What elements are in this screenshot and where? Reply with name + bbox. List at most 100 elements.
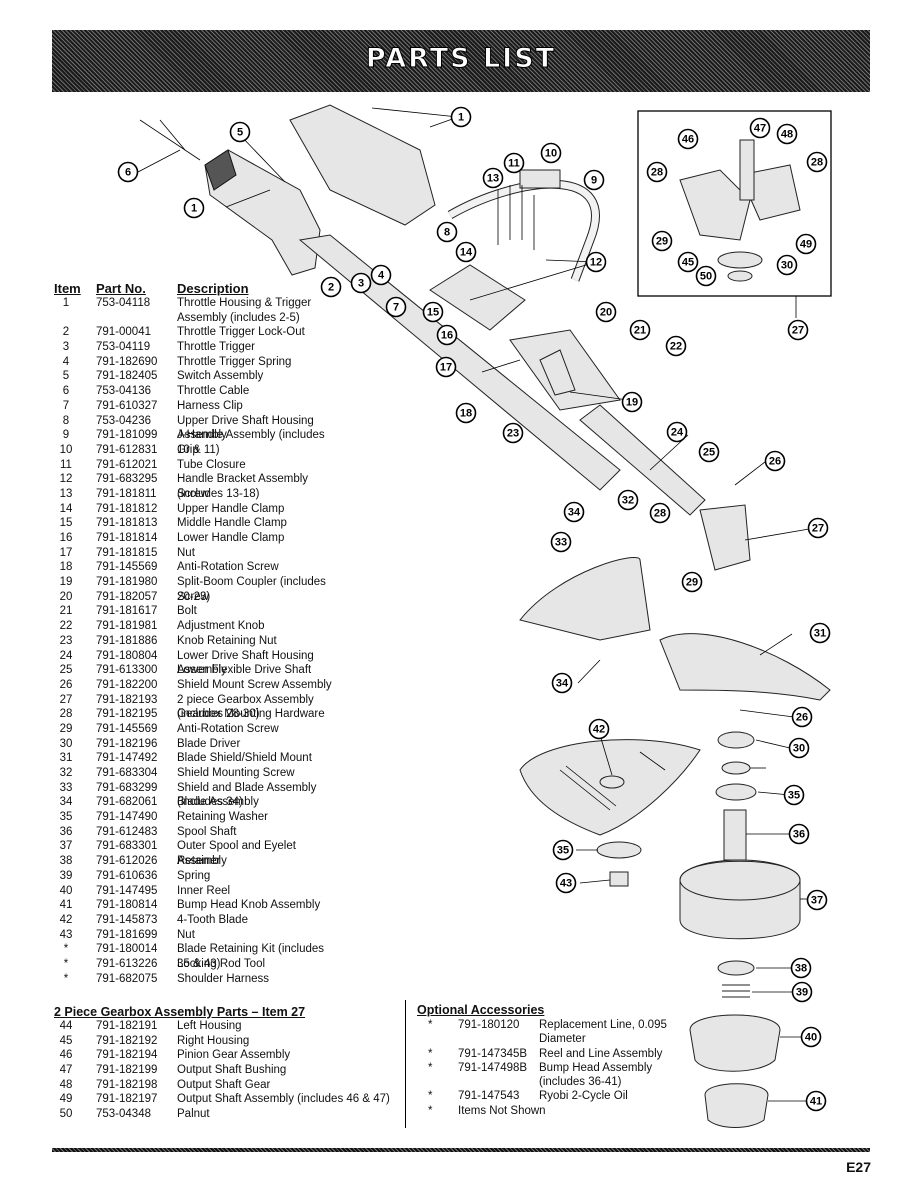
item-number: 22 [59, 620, 73, 633]
svg-text:30: 30 [781, 260, 793, 272]
part-number: 791-181981 [96, 620, 158, 633]
svg-text:24: 24 [671, 427, 684, 439]
callout-48: 48 [776, 123, 798, 145]
svg-text:36: 36 [793, 829, 805, 841]
item-number: 13 [59, 487, 73, 500]
callout-28: 28 [806, 151, 828, 173]
part-number: 791-182192 [96, 1034, 158, 1047]
part-number: 791-683304 [96, 767, 158, 780]
throttle-housing-shape [204, 149, 321, 276]
item-number: 3 [62, 341, 70, 354]
part-description: Nut [177, 928, 195, 941]
part-description: Shield Mount Screw Assembly [177, 678, 332, 691]
item-number: 5 [62, 370, 70, 383]
part-description: Retainer [177, 855, 221, 868]
svg-text:1: 1 [191, 203, 197, 215]
callout-49: 49 [795, 233, 817, 255]
part-number: 791-182405 [96, 370, 158, 383]
item-number: 31 [59, 752, 73, 765]
note-text: Items Not Shown [458, 1104, 546, 1117]
svg-text:23: 23 [507, 428, 519, 440]
part-number: 791-683299 [96, 781, 158, 794]
part-description: Bump Head Assembly (includes 36-41) [539, 1061, 653, 1089]
part-number: 791-180120 [458, 1019, 520, 1031]
callout-20: 20 [595, 301, 617, 323]
callout-3: 3 [350, 272, 372, 294]
callout-21: 21 [629, 319, 651, 341]
callout-18: 18 [455, 402, 477, 424]
svg-text:27: 27 [812, 523, 824, 535]
part-description: Screw [177, 487, 209, 500]
part-number: 791-00041 [96, 326, 151, 339]
svg-text:38: 38 [795, 963, 807, 975]
svg-text:15: 15 [427, 307, 439, 319]
part-description: Locking Rod Tool [177, 957, 266, 970]
part-number: 791-182199 [96, 1064, 158, 1077]
callout-41: 41 [805, 1090, 827, 1112]
item-number: 8 [62, 414, 70, 427]
part-number: 791-181617 [96, 605, 158, 618]
part-number: 791-613226 [96, 957, 158, 970]
part-description: Shield and Blade Assembly (includes 34) [177, 781, 317, 809]
svg-text:14: 14 [460, 247, 473, 259]
part-description: Gearbox Mounting Hardware [177, 708, 325, 721]
callout-40: 40 [800, 1026, 822, 1048]
item-number: 10 [59, 443, 73, 456]
part-description: Handle Bracket Assembly (includes 13-18) [177, 473, 309, 500]
part-description: Lower Drive Shaft Housing Assembly [177, 649, 314, 677]
svg-text:8: 8 [444, 227, 450, 239]
callout-23: 23 [502, 422, 524, 444]
svg-text:34: 34 [556, 678, 569, 690]
part-description: J-Handle Assembly (includes 10 & 11) [177, 429, 325, 456]
part-description: Output Shaft Bushing [177, 1064, 287, 1077]
item-number: 2 [62, 326, 70, 339]
part-number: 791-145569 [96, 722, 158, 735]
svg-text:26: 26 [769, 456, 781, 468]
callout-35: 35 [783, 784, 805, 806]
part-number: 791-181699 [96, 928, 158, 941]
svg-text:11: 11 [508, 158, 520, 170]
footer-rule [52, 1148, 870, 1152]
svg-text:28: 28 [651, 167, 663, 179]
callout-47: 47 [749, 117, 771, 139]
callout-34: 34 [563, 501, 585, 523]
item-number: 50 [59, 1108, 73, 1121]
callout-27: 27 [807, 517, 829, 539]
item-number: 17 [59, 546, 73, 559]
item-number: 36 [59, 825, 73, 838]
part-number: 791-182191 [96, 1020, 158, 1032]
item-number: 35 [59, 811, 73, 824]
callout-38: 38 [790, 957, 812, 979]
svg-text:37: 37 [811, 895, 823, 907]
item-number: 37 [59, 840, 73, 853]
svg-text:27: 27 [792, 325, 804, 337]
part-description: Shield Mounting Screw [177, 767, 295, 780]
item-number: 16 [59, 532, 73, 545]
part-description: Blade Driver [177, 737, 241, 750]
part-description: 4-Tooth Blade [177, 913, 248, 926]
svg-text:18: 18 [460, 408, 472, 420]
optional-accessories-title: Optional Accessories [417, 1003, 545, 1017]
callout-4: 4 [370, 264, 392, 286]
item-number: 46 [59, 1049, 73, 1062]
callout-28: 28 [646, 161, 668, 183]
part-description: Lower Handle Clamp [177, 532, 285, 545]
item-number: 48 [59, 1078, 73, 1091]
